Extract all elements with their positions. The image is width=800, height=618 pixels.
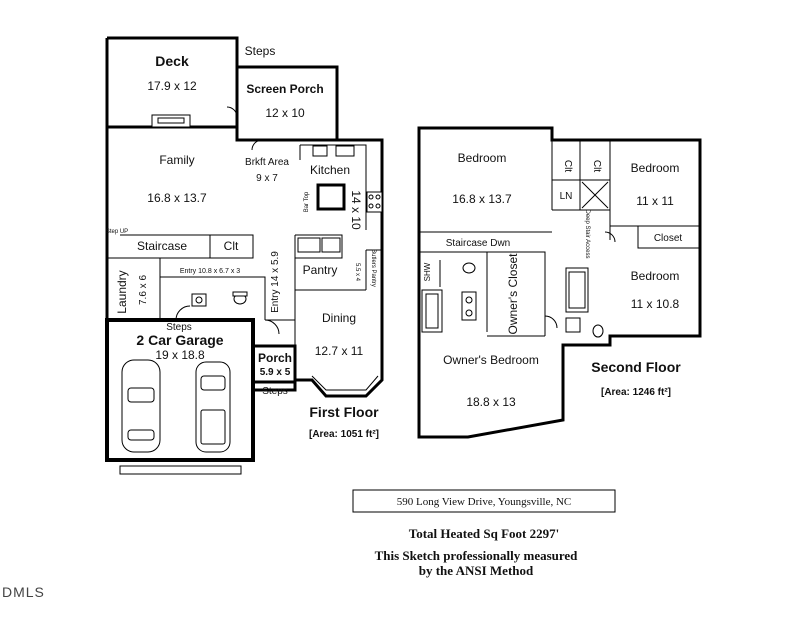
bedroom-right-top-dims: 11 x 11 <box>636 194 674 208</box>
kitchen-counter <box>299 144 367 230</box>
screen-porch-outline <box>235 65 339 142</box>
steps-bottom-label: Steps <box>262 386 288 397</box>
dmls-watermark: DMLS <box>2 584 45 600</box>
second-floor-walls <box>417 126 702 439</box>
laundry-dims: 7.6 x 6 <box>138 275 149 305</box>
address-text: 590 Long View Drive, Youngsville, NC <box>397 496 572 508</box>
bedroom-right-bottom-dims: 11 x 10.8 <box>631 297 680 311</box>
entry-vertical-label: Entry 14 x 5.9 <box>270 251 281 313</box>
owners-bedroom-dims: 18.8 x 13 <box>466 395 516 409</box>
entry-wall <box>160 276 266 320</box>
bedroom-left-dims: 16.8 x 13.7 <box>452 192 512 206</box>
clt-label: Clt <box>224 239 239 253</box>
second-floor-area: [Area: 1246 ft²] <box>601 387 671 398</box>
dining-name: Dining <box>322 311 356 325</box>
family-name: Family <box>159 153 194 167</box>
first-floor-area: [Area: 1051 ft²] <box>309 429 379 440</box>
laundry-name: Laundry <box>115 270 129 313</box>
screen-porch-name: Screen Porch <box>246 82 323 96</box>
brkft-dims: 9 x 7 <box>256 173 278 184</box>
clt-a-label: Clt <box>562 160 573 172</box>
garage-outline <box>105 318 255 462</box>
butlers-pantry-wall <box>365 249 382 290</box>
deck-dims: 17.9 x 12 <box>147 79 197 93</box>
bar-top-label: Bar Top <box>304 191 310 212</box>
first-floor-walls <box>105 36 384 475</box>
garage-dims: 19 x 18.8 <box>155 348 205 362</box>
porch-name: Porch <box>258 351 292 365</box>
steps-top-label: Steps <box>245 44 276 58</box>
staircase-dwn-label: Staircase Dwn <box>446 238 510 249</box>
bedroom-right-top-name: Bedroom <box>631 161 680 175</box>
owners-bedroom-name: Owner's Bedroom <box>443 353 539 367</box>
porch-dims: 5.9 x 5 <box>260 367 291 378</box>
clt-b-label: Clt <box>591 160 602 172</box>
car-left <box>121 359 161 453</box>
note-line-2: by the ANSI Method <box>419 563 534 578</box>
steps-garage-label: Steps <box>166 322 192 333</box>
butlers-pantry-dims: 5.5 x 4 <box>354 263 360 282</box>
bedroom-left-name: Bedroom <box>458 151 507 165</box>
pantry-label: Pantry <box>303 263 338 277</box>
total-sqft-text: Total Heated Sq Foot 2297' <box>409 526 559 541</box>
owners-closet-label: Owner's Closet <box>506 253 520 335</box>
staircase-label: Staircase <box>137 239 187 253</box>
screen-porch-dims: 12 x 10 <box>265 106 305 120</box>
kitchen-dims: 14 x 10 <box>349 190 363 230</box>
shw-label: SHW <box>423 262 432 281</box>
driveway-strip <box>119 465 242 475</box>
closet-label: Closet <box>654 233 683 244</box>
second-floor-title: Second Floor <box>591 359 681 375</box>
entry-small-label: Entry 10.8 x 6.7 x 3 <box>180 268 240 275</box>
staircase-walls <box>120 234 254 259</box>
deck-name: Deck <box>155 53 189 69</box>
brkft-name: Brkft Area <box>245 157 289 168</box>
ln-label: LN <box>560 191 573 202</box>
dining-dims: 12.7 x 11 <box>315 344 364 358</box>
note-line-1: This Sketch professionally measured <box>375 548 579 563</box>
deep-stair-access-label: Deep Stair Access <box>584 209 590 258</box>
kitchen-name: Kitchen <box>310 163 350 177</box>
laundry-wall <box>107 257 161 320</box>
bedroom-right-bottom-name: Bedroom <box>631 269 680 283</box>
family-dims: 16.8 x 13.7 <box>147 191 207 205</box>
garage-name: 2 Car Garage <box>136 332 223 348</box>
address-box <box>352 489 616 513</box>
family-top-wall <box>107 125 239 140</box>
first-floor-title: First Floor <box>309 404 379 420</box>
car-right <box>195 361 231 453</box>
porch-outline <box>251 344 297 384</box>
kitchen-island <box>316 183 346 211</box>
step-up-label: Step UP <box>106 229 128 235</box>
butlers-pantry-name: Butlers Pantry <box>370 249 376 287</box>
